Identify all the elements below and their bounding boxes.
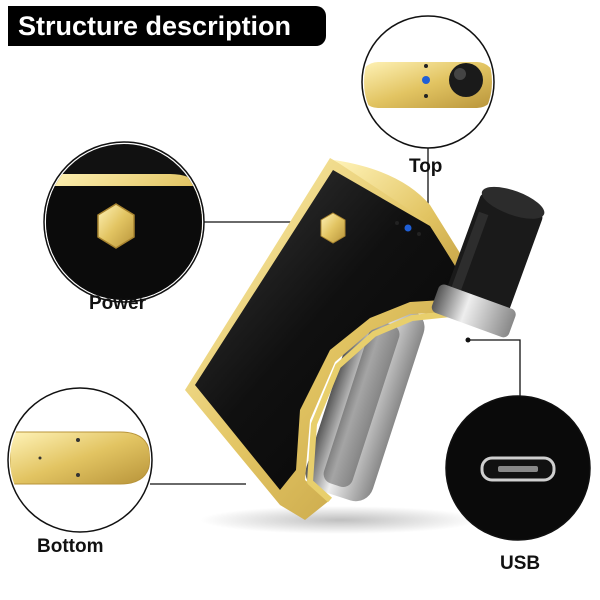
bottom-label: Bottom [37, 536, 104, 557]
top-label: Top [409, 156, 443, 177]
power-button-on-device [320, 212, 346, 244]
mouthpiece [431, 186, 545, 338]
top-callout [361, 15, 495, 149]
device-body [185, 158, 545, 520]
bottom-callout [7, 387, 153, 533]
title-banner: Structure description [8, 6, 326, 46]
leader-lines [150, 148, 521, 485]
usb-callout [445, 395, 591, 541]
led-dot-icon [422, 76, 430, 84]
title-text: Structure description [18, 11, 292, 41]
power-label: Power [89, 293, 147, 314]
hexagon-power-icon [97, 203, 135, 249]
mouthpiece-top-icon [449, 63, 483, 97]
cartridge [305, 298, 425, 502]
usb-label: USB [500, 553, 541, 574]
usb-leader-line [468, 339, 521, 396]
led-indicator [404, 224, 412, 232]
power-callout [43, 141, 205, 303]
